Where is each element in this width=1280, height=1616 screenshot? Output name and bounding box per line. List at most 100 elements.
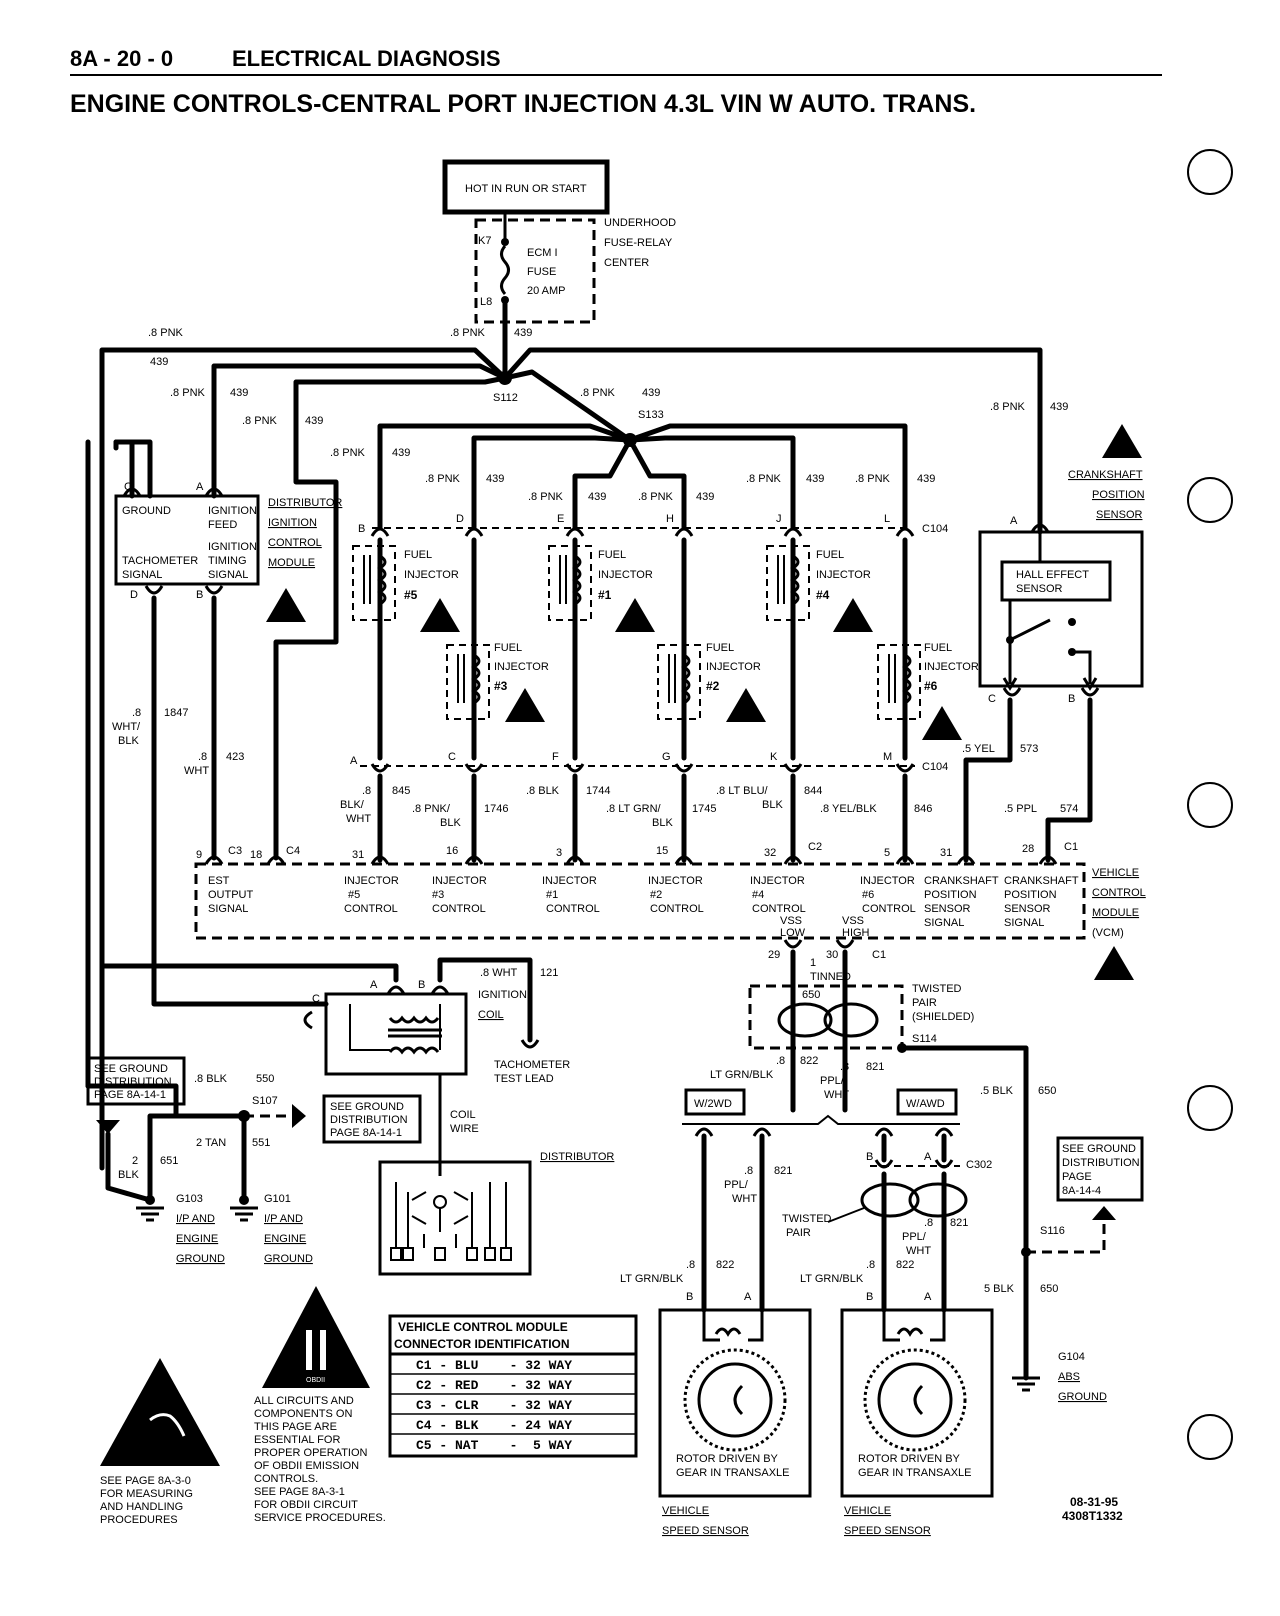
obdii-note: ESSENTIAL FOR	[254, 1434, 340, 1446]
pin-label: G	[662, 751, 671, 763]
distributor	[378, 1160, 532, 1276]
distributor-label: DISTRIBUTOR	[540, 1151, 614, 1163]
see-ground-label: DISTRIBUTION	[1062, 1157, 1140, 1169]
splice-label: S114	[912, 1033, 937, 1045]
icm-label: SIGNAL	[208, 569, 248, 581]
svg-text:B: B	[866, 1291, 873, 1303]
obdii-note: SERVICE PROCEDURES.	[254, 1512, 386, 1524]
see-ground-label: PAGE 8A-14-1	[94, 1089, 166, 1101]
circuit-number: 551	[252, 1137, 270, 1149]
pin-label: B	[358, 523, 365, 535]
wire-color: WHT	[346, 813, 371, 825]
vcm-label: #6	[862, 889, 874, 901]
wire-color: BLK	[440, 817, 461, 829]
ignition-coil	[324, 992, 468, 1076]
crankshaft-position-sensor	[978, 530, 1144, 688]
ignition-control-module	[114, 494, 260, 586]
esd-warning-icon	[615, 598, 655, 632]
wire-gauge: .8 PNK	[638, 491, 674, 503]
sensor-name: VEHICLE	[844, 1505, 891, 1517]
ground-label: I/P AND	[176, 1213, 215, 1225]
icm-name: DISTRIBUTOR	[268, 497, 342, 509]
twisted-pair-icon	[823, 1002, 879, 1038]
wire-gauge: .8	[132, 707, 141, 719]
pin-label: K7	[478, 235, 491, 247]
svg-text:A: A	[744, 1291, 752, 1303]
icm-label: FEED	[208, 519, 237, 531]
wire-gauge: .8 PNK	[580, 387, 616, 399]
ground-label: GROUND	[264, 1253, 313, 1265]
esd-warning-icon	[266, 588, 306, 622]
injector-label: INJECTOR	[494, 661, 549, 673]
fuse-relay-center-box	[474, 218, 596, 324]
injector-label: INJECTOR	[598, 569, 653, 581]
terminal	[239, 1195, 249, 1205]
circuit-number: 650	[802, 989, 820, 1001]
connector-label: C104	[922, 523, 948, 535]
icm-name: MODULE	[268, 557, 315, 569]
vcm-label: SENSOR	[1004, 903, 1051, 915]
wire-color: .5 YEL	[962, 743, 995, 755]
coil-wire-label: COIL	[450, 1109, 476, 1121]
ground-label: GROUND	[176, 1253, 225, 1265]
circuit-number: 844	[804, 785, 822, 797]
icm-label: TACHOMETER	[122, 555, 198, 567]
wire-gauge: .8	[744, 1165, 753, 1177]
circuit-number: 1745	[692, 803, 716, 815]
injector-label: INJECTOR	[924, 661, 979, 673]
table-row: C3 - CLR - 32 WAY	[416, 1398, 572, 1413]
pin-label: E	[557, 513, 564, 525]
fuse-name: ECM I	[527, 247, 558, 259]
circuit-number: 550	[256, 1073, 274, 1085]
option-label: W/2WD	[694, 1098, 732, 1110]
wire-label: TINNED	[810, 971, 851, 983]
shield-label: (SHIELDED)	[912, 1011, 974, 1023]
esd-warning-icon	[833, 598, 873, 632]
table-row: C2 - RED - 32 WAY	[416, 1378, 572, 1393]
wire-color: BLK	[118, 735, 139, 747]
wire-color: .8 YEL/BLK	[820, 803, 877, 815]
table-row: C4 - BLK - 24 WAY	[416, 1418, 572, 1433]
circuit-number: 650	[1040, 1283, 1058, 1295]
vcm-name: (VCM)	[1092, 927, 1124, 939]
table-title: VEHICLE CONTROL MODULE	[398, 1320, 568, 1334]
vcm-label: CONTROL	[650, 903, 704, 915]
pin-label: M	[883, 751, 892, 763]
fuel-injector-3	[446, 644, 490, 720]
obdii-note: PROPER OPERATION	[254, 1447, 368, 1459]
circuit-number: 573	[1020, 743, 1038, 755]
circuit-number: 439	[514, 327, 532, 339]
arrow-icon	[1072, 650, 1098, 691]
fuel-injector-1	[548, 545, 592, 621]
esd-note: PROCEDURES	[100, 1514, 178, 1526]
wire-gauge: .8 PNK	[330, 447, 366, 459]
esd-hand-icon	[149, 1413, 186, 1437]
connector-pin	[694, 1127, 714, 1137]
pin-label: A	[1010, 515, 1018, 527]
vcm-label: #2	[650, 889, 662, 901]
ground-label: G101	[264, 1193, 291, 1205]
connector-id-table	[388, 1314, 638, 1458]
binder-hole	[1187, 1085, 1233, 1131]
pin-label: 28	[1022, 843, 1034, 855]
wire-color: LT GRN/BLK	[800, 1273, 864, 1285]
circuit-number: 439	[1050, 401, 1068, 413]
pin-label: 31	[352, 849, 364, 861]
fuse-rating: 20 AMP	[527, 285, 566, 297]
wire-color: LT GRN/BLK	[710, 1069, 774, 1081]
see-ground-box	[322, 1094, 422, 1144]
pin-label: 3	[556, 847, 562, 859]
wire	[273, 375, 508, 861]
injector-label: FUEL	[924, 642, 952, 654]
injector-label: FUEL	[494, 642, 522, 654]
wire	[147, 1113, 247, 1203]
pin-label: B	[1068, 693, 1075, 705]
sensor-name: SPEED SENSOR	[844, 1525, 931, 1537]
esd-warning-icon	[420, 598, 460, 632]
esd-warning-icon	[100, 1358, 220, 1466]
esd-warning-icon	[1102, 424, 1142, 458]
terminal	[145, 1195, 155, 1205]
pin-label: F	[552, 751, 559, 763]
wire	[572, 437, 633, 531]
